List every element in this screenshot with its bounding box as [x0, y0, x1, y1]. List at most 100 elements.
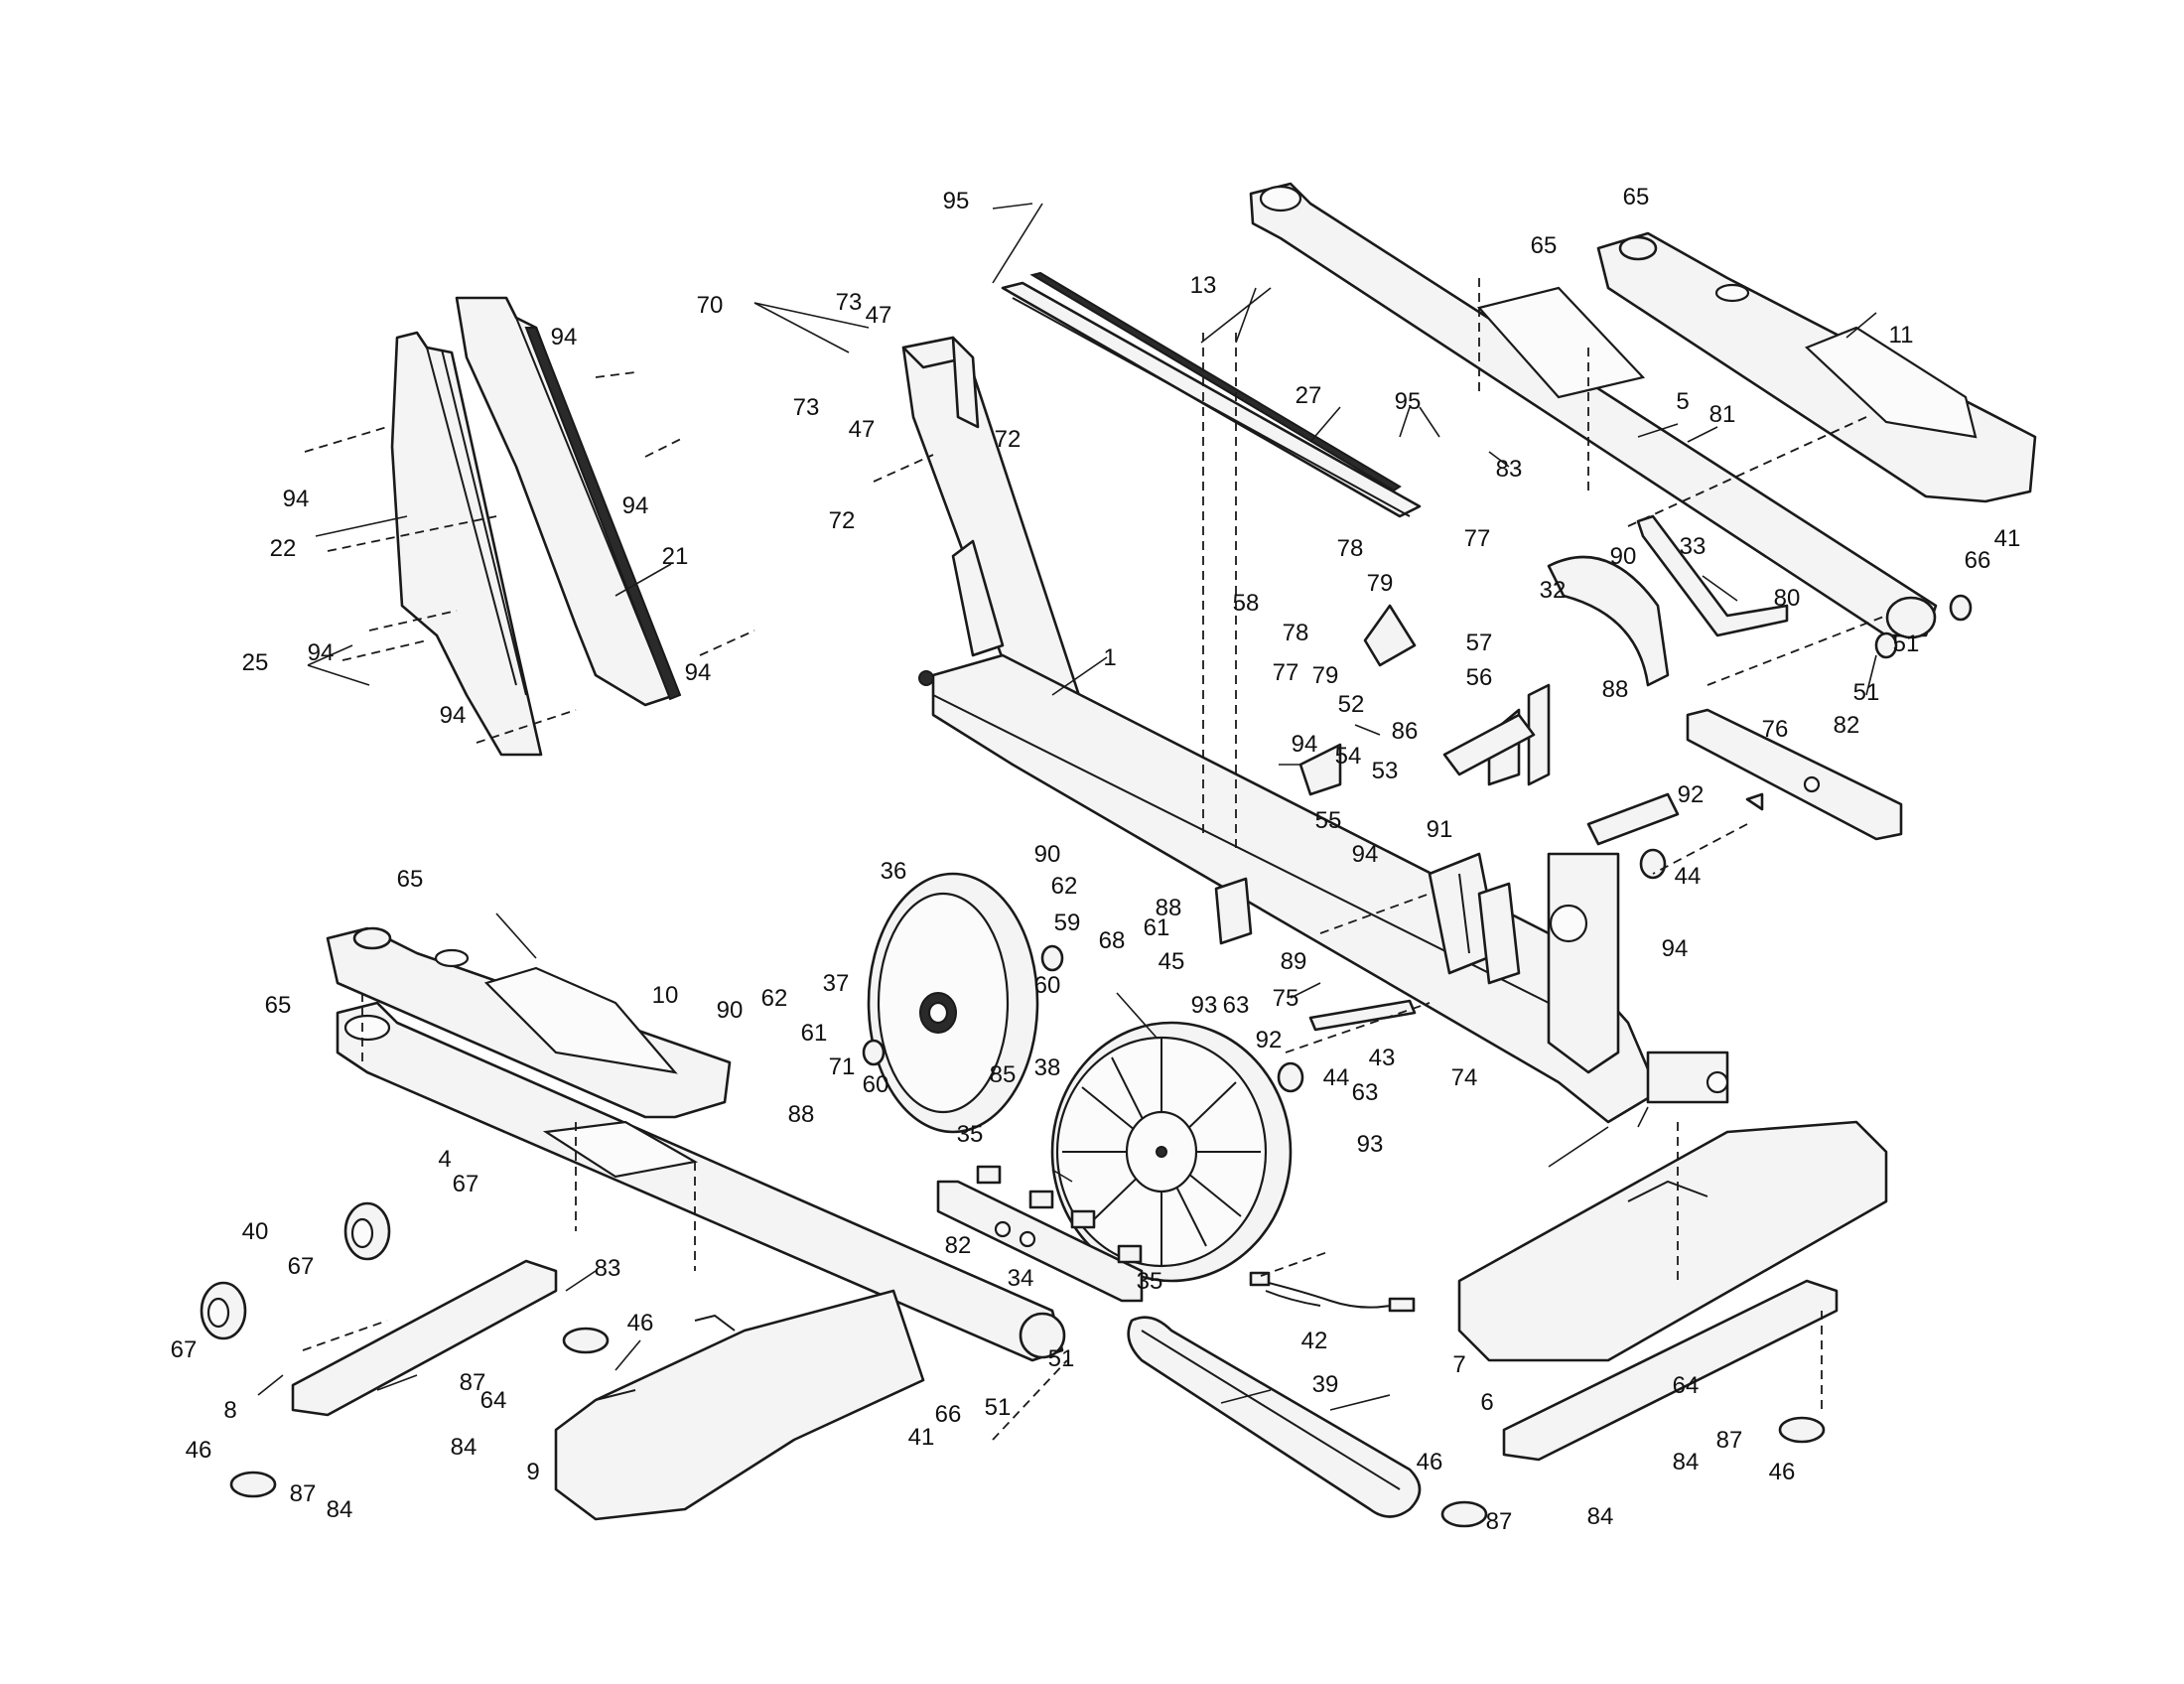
tension-arc — [1547, 514, 1789, 687]
part-callout-c67b: 67 — [288, 1253, 315, 1280]
part-callout-c62a: 62 — [761, 985, 788, 1012]
upright-cover-right — [455, 296, 682, 707]
pulley-wheel — [1050, 1021, 1293, 1283]
part-callout-c77a: 77 — [1464, 525, 1491, 552]
part-callout-c65d: 65 — [265, 992, 292, 1019]
part-callout-c63a: 63 — [1223, 992, 1250, 1019]
part-callout-c34: 34 — [1008, 1265, 1034, 1292]
part-callout-c79a: 79 — [1367, 570, 1394, 597]
part-callout-c68: 68 — [1099, 927, 1126, 954]
part-callout-c47b: 47 — [849, 416, 876, 443]
flywheel — [867, 872, 1039, 1134]
part-callout-c40: 40 — [242, 1218, 269, 1245]
part-callout-c62b: 62 — [1051, 873, 1078, 900]
part-callout-c87b: 87 — [290, 1480, 317, 1507]
link-plate — [936, 1180, 1144, 1303]
part-callout-c94a: 94 — [551, 324, 578, 351]
part-callout-c67c: 67 — [171, 1336, 198, 1363]
part-callout-c85: 85 — [990, 1061, 1017, 1088]
part-callout-c70: 70 — [697, 292, 724, 319]
part-callout-c87a: 87 — [460, 1369, 486, 1396]
part-callout-c64a: 64 — [480, 1387, 507, 1414]
part-callout-c82a: 82 — [1834, 712, 1860, 739]
part-callout-c39: 39 — [1312, 1371, 1339, 1398]
front-stabilizer — [291, 1259, 558, 1417]
part-callout-c43: 43 — [1369, 1045, 1396, 1071]
part-callout-c8: 8 — [223, 1397, 236, 1424]
part-callout-c67a: 67 — [453, 1171, 479, 1197]
callouts: 1456789101113212225273233343535363738394… — [171, 184, 2021, 1535]
part-callout-c94c: 94 — [622, 492, 649, 519]
part-callout-c41b: 41 — [908, 1424, 935, 1451]
part-callout-c25: 25 — [242, 649, 269, 676]
part-callout-c91: 91 — [1427, 816, 1453, 843]
part-callout-c94f: 94 — [440, 702, 467, 729]
part-callout-c33: 33 — [1680, 533, 1706, 560]
part-callout-c84b: 84 — [327, 1496, 353, 1523]
part-callout-c55: 55 — [1315, 807, 1342, 834]
transport-wheels — [200, 1201, 391, 1340]
part-callout-c94h: 94 — [1352, 841, 1379, 868]
part-callout-c65a: 65 — [1623, 184, 1650, 210]
part-callout-c66b: 66 — [935, 1401, 962, 1428]
pedal-left — [326, 926, 732, 1119]
part-callout-c51c: 51 — [1048, 1345, 1075, 1372]
parts-artwork — [200, 182, 2037, 1528]
part-callout-c75: 75 — [1273, 985, 1299, 1012]
part-callout-c61b: 61 — [1144, 914, 1170, 941]
part-callout-c83b: 83 — [595, 1255, 621, 1282]
part-callout-c60a: 60 — [1034, 972, 1061, 999]
part-callout-c51a: 51 — [1893, 631, 1920, 657]
part-callout-c60b: 60 — [863, 1071, 889, 1098]
part-callout-c78b: 78 — [1283, 620, 1309, 646]
part-callout-c46b: 46 — [186, 1437, 212, 1464]
part-callout-c38: 38 — [1034, 1054, 1061, 1081]
upright-cover-left — [390, 331, 543, 757]
part-callout-c94g: 94 — [1292, 731, 1318, 758]
part-callout-c87c: 87 — [1716, 1427, 1743, 1454]
part-callout-c46a: 46 — [627, 1310, 654, 1336]
part-callout-c46c: 46 — [1417, 1449, 1443, 1475]
part-callout-c47a: 47 — [866, 302, 892, 329]
wire-harness — [1249, 1271, 1416, 1313]
part-callout-c13: 13 — [1190, 272, 1217, 299]
part-callout-c11: 11 — [1889, 322, 1914, 349]
part-callout-c95a: 95 — [943, 188, 970, 214]
assembly-lines — [302, 278, 1887, 1441]
part-callout-c42: 42 — [1301, 1328, 1328, 1354]
part-callout-c63b: 63 — [1352, 1079, 1379, 1106]
pedal-arm-right — [1249, 182, 1938, 639]
part-callout-c78a: 78 — [1337, 535, 1364, 562]
track-rail — [1001, 271, 1422, 518]
pedal-right — [1596, 231, 2037, 503]
part-callout-c84a: 84 — [451, 1434, 478, 1461]
part-callout-c90b: 90 — [1034, 841, 1061, 868]
part-callout-c76: 76 — [1762, 716, 1789, 743]
part-callout-c87d: 87 — [1486, 1508, 1513, 1535]
part-callout-c6: 6 — [1480, 1389, 1493, 1416]
part-callout-c54: 54 — [1335, 743, 1362, 770]
part-callout-c35b: 35 — [1137, 1268, 1163, 1295]
part-callout-c72b: 72 — [829, 507, 856, 534]
part-callout-c95b: 95 — [1395, 388, 1422, 415]
main-frame — [901, 336, 1729, 1124]
part-callout-c41a: 41 — [1994, 525, 2021, 552]
part-callout-c44a: 44 — [1675, 863, 1702, 890]
part-callout-c92b: 92 — [1256, 1027, 1283, 1053]
part-callout-c72a: 72 — [995, 426, 1022, 453]
part-callout-c88a: 88 — [1156, 895, 1182, 921]
part-callout-c77b: 77 — [1273, 659, 1299, 686]
part-callout-c92a: 92 — [1678, 781, 1705, 808]
part-callout-c5: 5 — [1676, 388, 1689, 415]
part-callout-c51b: 51 — [1853, 679, 1880, 706]
part-callout-c84c: 84 — [1673, 1449, 1700, 1475]
part-callout-c9: 9 — [526, 1459, 539, 1485]
part-callout-c45: 45 — [1159, 948, 1185, 975]
part-callout-c73a: 73 — [836, 289, 863, 316]
front-stabilizer-cover — [554, 1289, 925, 1521]
part-callout-c65c: 65 — [397, 866, 424, 893]
part-callout-c57: 57 — [1466, 630, 1493, 656]
part-callout-c94d: 94 — [308, 639, 335, 666]
rear-stabilizer — [1502, 1279, 1839, 1462]
